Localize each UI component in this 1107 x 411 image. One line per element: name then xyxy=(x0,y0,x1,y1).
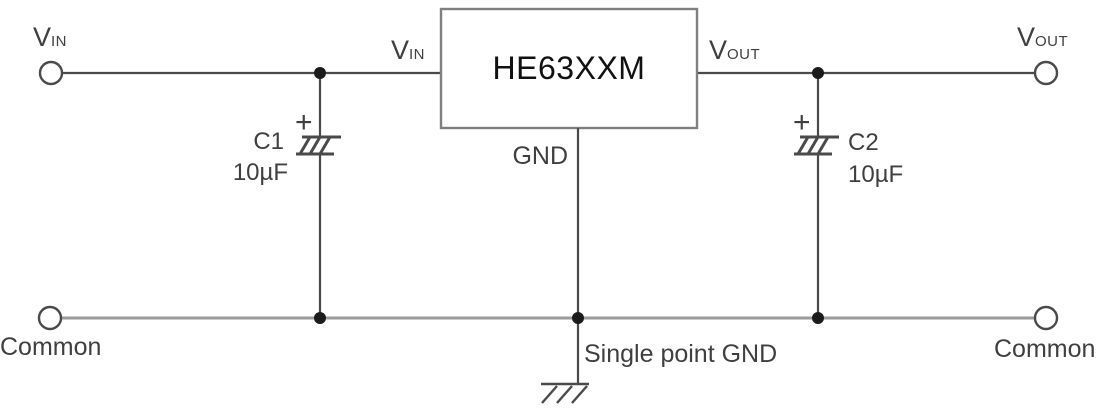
ground-symbol xyxy=(541,382,589,404)
vin-terminal-label: VIN xyxy=(33,24,67,51)
c1-value-label: 10µF xyxy=(232,159,288,186)
vin-terminal-label-sub: IN xyxy=(51,33,68,50)
vin-terminal-circle xyxy=(38,60,64,86)
vin-terminal-label-main: V xyxy=(33,22,52,52)
junction-dot xyxy=(314,312,326,324)
vout-terminal-circle xyxy=(1033,60,1059,86)
vout-pin-label: VOUT xyxy=(709,37,760,64)
vout-terminal-label-sub: OUT xyxy=(1035,33,1069,50)
c2-value-label: 10µF xyxy=(848,161,904,188)
vout-terminal-label: VOUT xyxy=(1017,24,1068,51)
junction-dot xyxy=(812,312,824,324)
c2-ref-label: C2 xyxy=(848,129,879,156)
common-right-terminal-circle xyxy=(1033,305,1059,331)
device-title: HE63XXM xyxy=(492,50,646,86)
single-point-gnd-label: Single point GND xyxy=(584,340,778,368)
common-right-label: Common xyxy=(994,335,1096,363)
common-left-label: Common xyxy=(0,333,102,361)
c1-polarity-plus: + xyxy=(295,106,313,139)
common-left-terminal-circle xyxy=(37,305,63,331)
c1-ref-label: C1 xyxy=(253,128,284,155)
vout-pin-label-sub: OUT xyxy=(727,46,761,63)
c1-capacitor-symbol xyxy=(296,135,341,156)
junction-dot xyxy=(314,67,326,79)
c2-capacitor-symbol xyxy=(794,135,839,156)
vin-pin-label-sub: IN xyxy=(409,46,425,63)
c2-polarity-plus: + xyxy=(793,106,811,139)
gnd-pin-label: GND xyxy=(512,142,568,170)
vin-pin-label: VIN xyxy=(355,37,425,64)
regulator-box xyxy=(439,7,699,130)
vout-terminal-label-main: V xyxy=(1017,22,1036,52)
vout-pin-label-main: V xyxy=(709,35,728,65)
junction-dot xyxy=(812,67,824,79)
vin-pin-label-main: V xyxy=(390,35,409,65)
junction-dot xyxy=(572,312,584,324)
